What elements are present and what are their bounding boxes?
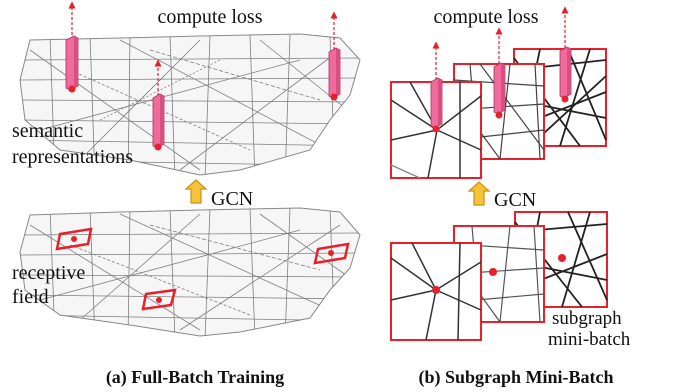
receptive-field-box-south: [141, 288, 177, 311]
receptive-field-box-east: [313, 242, 350, 265]
subgraph-stack-bottom: [390, 211, 608, 341]
panel-b-caption: (b) Subgraph Mini-Batch: [418, 367, 613, 388]
receptive-label-line2: field: [12, 286, 49, 308]
subgraph-bar-3: [559, 6, 572, 103]
up-arrow-icon: [184, 179, 208, 204]
embedding-bar-center: [152, 59, 165, 151]
map-top: [19, 33, 361, 176]
subgraph-bar-1: [430, 41, 443, 133]
subgraph-bar-2: [493, 27, 506, 119]
embedding-bar-east: [328, 11, 341, 101]
embedding-bar-west: [65, 1, 79, 93]
subgraph-stack-top: [390, 6, 607, 179]
panel-b-compute-loss: compute loss: [434, 6, 539, 28]
receptive-field-box-west: [55, 227, 93, 251]
semantic-label-line1: semantic: [12, 120, 83, 142]
panel-b-gcn-label: GCN: [494, 189, 536, 211]
subgraph-label-line2: mini-batch: [548, 329, 631, 350]
panel-a-caption: (a) Full-Batch Training: [106, 367, 284, 388]
receptive-label-line1: receptive: [12, 262, 85, 284]
semantic-label-line2: representations: [12, 146, 133, 168]
subgraph-label-line1: subgraph: [552, 308, 622, 329]
up-arrow-icon: [467, 181, 491, 206]
panel-a-gcn-label: GCN: [211, 188, 253, 210]
subgraph-tile-bottom-1: [390, 242, 482, 341]
panel-a-compute-loss: compute loss: [158, 6, 263, 28]
